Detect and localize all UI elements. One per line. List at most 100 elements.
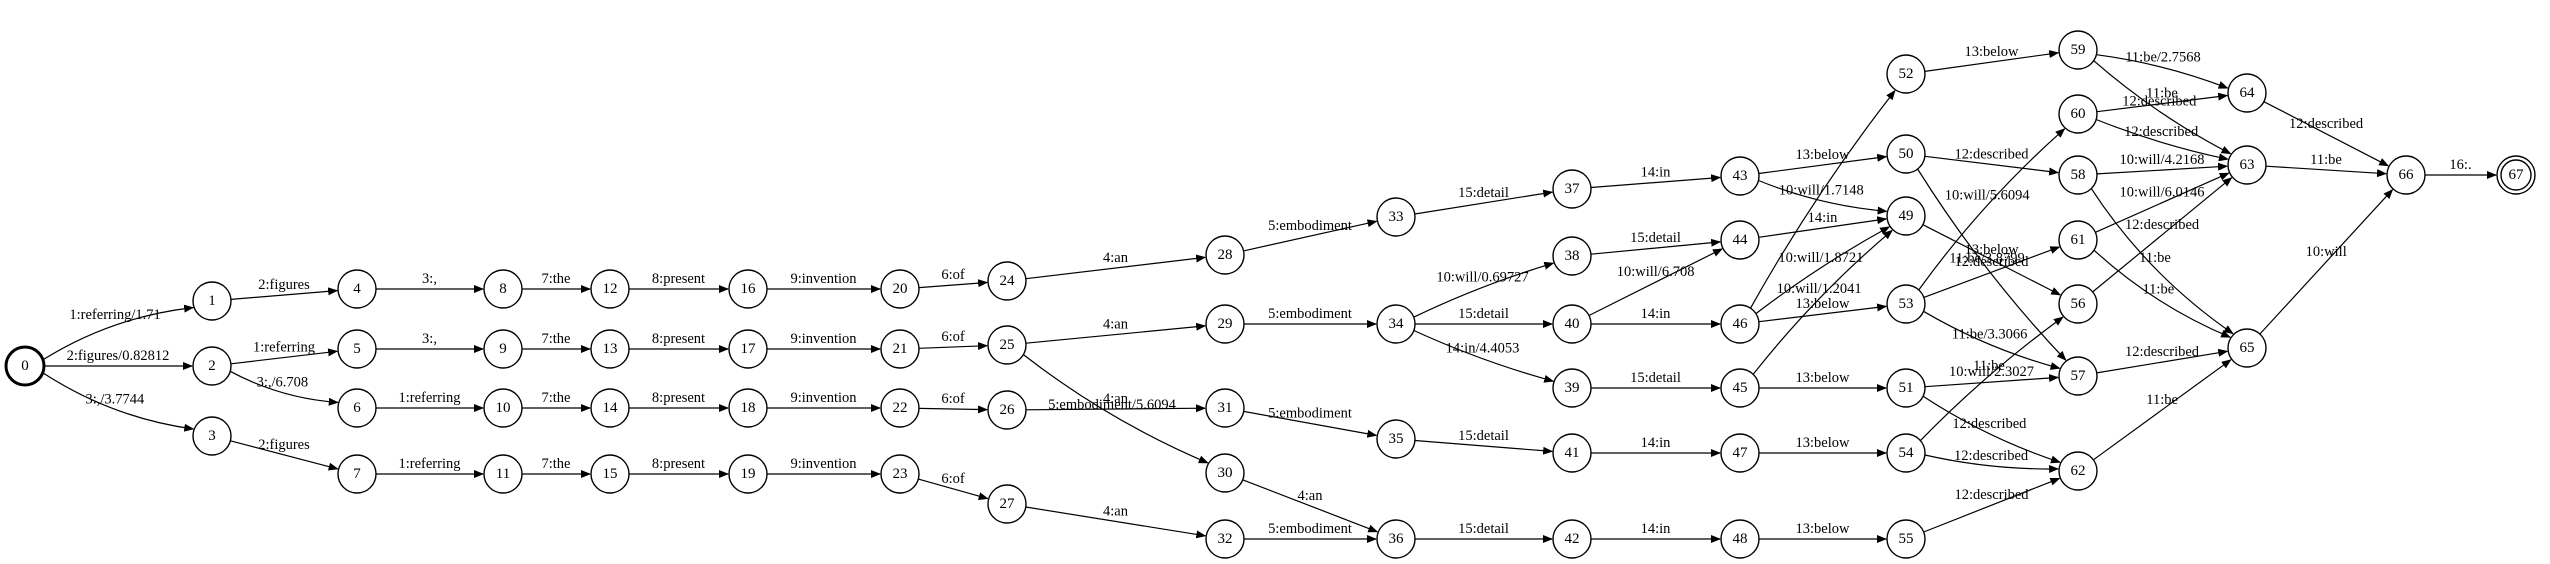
state-label: 43 bbox=[1733, 168, 1748, 184]
edge-16-20: 9:invention bbox=[767, 271, 881, 293]
edge-line bbox=[1243, 410, 1378, 438]
edge-line bbox=[1025, 404, 1206, 413]
state-circle bbox=[192, 281, 232, 321]
node-52: 52 bbox=[1886, 54, 1926, 94]
state-label: 16 bbox=[741, 281, 757, 297]
state-label: 37 bbox=[1565, 181, 1581, 197]
edge-9-13: 7:the bbox=[522, 331, 591, 353]
edge-label: 10:will/5.6094 bbox=[1945, 187, 2031, 203]
edge-52-59: 13:below bbox=[1924, 44, 2060, 72]
node-65: 65 bbox=[2227, 328, 2267, 368]
edge-label: 14:in bbox=[1641, 306, 1672, 322]
state-circle bbox=[1376, 197, 1416, 237]
edge-line bbox=[1752, 229, 1893, 375]
edge-label: 15:detail bbox=[1458, 306, 1509, 322]
edge-label: 6:of bbox=[941, 471, 965, 487]
edge-label: 10:will/1.7148 bbox=[1779, 183, 1864, 199]
edge-line bbox=[2093, 60, 2232, 155]
state-label: 35 bbox=[1389, 431, 1404, 447]
state-label: 25 bbox=[1000, 337, 1015, 353]
edge-64-66: 12:described bbox=[2263, 101, 2390, 167]
state-circle bbox=[1552, 519, 1592, 559]
edge-label: 12:described bbox=[1954, 146, 2029, 162]
edge-line bbox=[1758, 179, 1888, 215]
edge-29-34: 5:embodiment bbox=[1244, 306, 1377, 328]
edge-59-64: 11:be/2.7568 bbox=[2096, 50, 2229, 89]
edge-63-66: 11:be bbox=[2265, 152, 2387, 178]
state-label: 52 bbox=[1899, 66, 1914, 82]
state-label: 2 bbox=[208, 358, 216, 374]
edge-label: 6:of bbox=[941, 329, 965, 345]
state-circle bbox=[728, 454, 768, 494]
state-circle bbox=[987, 484, 1027, 524]
state-circle bbox=[1552, 169, 1592, 209]
edge-label: 7:the bbox=[542, 456, 571, 472]
state-label: 57 bbox=[2071, 368, 2087, 384]
state-circle bbox=[337, 388, 377, 428]
node-36: 36 bbox=[1376, 519, 1416, 559]
edge-46-53: 13:below bbox=[1758, 296, 1888, 323]
state-label: 53 bbox=[1899, 296, 1914, 312]
node-1: 1 bbox=[192, 281, 232, 321]
state-circle bbox=[590, 388, 630, 428]
edge-label: 12:described bbox=[2289, 116, 2364, 132]
edge-label: 8:present bbox=[652, 390, 705, 406]
state-label: 6 bbox=[353, 400, 361, 416]
edge-line bbox=[2265, 165, 2387, 178]
edge-8-12: 7:the bbox=[522, 271, 591, 293]
state-label: 10 bbox=[496, 400, 511, 416]
state-circle bbox=[590, 329, 630, 369]
edge-3-7: 2:figures bbox=[230, 437, 339, 471]
edge-line bbox=[2090, 188, 2234, 335]
state-circle bbox=[1205, 453, 1245, 493]
node-38: 38 bbox=[1552, 236, 1592, 276]
edge-label: 16:. bbox=[2449, 157, 2471, 173]
state-circle bbox=[590, 454, 630, 494]
state-circle bbox=[1720, 304, 1760, 344]
state-circle bbox=[1720, 433, 1760, 473]
node-33: 33 bbox=[1376, 197, 1416, 237]
edge-line bbox=[1414, 189, 1554, 215]
state-label: 50 bbox=[1899, 146, 1914, 162]
edge-label: 1:referring bbox=[399, 390, 461, 406]
state-circle bbox=[1720, 220, 1760, 260]
edge-label: 3:,/3.7744 bbox=[85, 391, 145, 407]
edge-11-15: 7:the bbox=[522, 456, 591, 478]
edge-label: 4:an bbox=[1103, 250, 1129, 266]
state-label: 8 bbox=[499, 281, 507, 297]
edge-line bbox=[1414, 439, 1554, 455]
state-label: 58 bbox=[2071, 167, 2086, 183]
node-42: 42 bbox=[1552, 519, 1592, 559]
state-circle bbox=[2227, 73, 2267, 113]
edge-line bbox=[230, 348, 339, 365]
state-circle bbox=[1205, 519, 1245, 559]
edge-line bbox=[1749, 89, 1896, 309]
edge-label: 5:embodiment bbox=[1268, 218, 1352, 234]
edge-line bbox=[2259, 188, 2394, 335]
edge-0-3: 3:,/3.7744 bbox=[42, 372, 195, 432]
state-circle bbox=[987, 325, 1027, 365]
state-label: 64 bbox=[2240, 85, 2256, 101]
edge-line bbox=[918, 405, 988, 414]
edge-label: 15:detail bbox=[1458, 185, 1509, 201]
nodes-layer: 0123456789101112131415161718192021222324… bbox=[4, 30, 2536, 559]
edge-line bbox=[2093, 249, 2232, 338]
state-label: 44 bbox=[1733, 232, 1749, 248]
edge-line bbox=[1917, 168, 2067, 361]
state-circle bbox=[987, 390, 1027, 430]
edge-43-50: 13:below bbox=[1758, 147, 1888, 175]
state-label: 23 bbox=[893, 466, 908, 482]
state-label: 1 bbox=[208, 293, 216, 309]
node-55: 55 bbox=[1886, 519, 1926, 559]
state-circle bbox=[987, 261, 1027, 301]
edge-label: 11:be bbox=[2139, 250, 2171, 266]
edge-label: 14:in bbox=[1641, 165, 1672, 181]
edge-line bbox=[1025, 322, 1207, 344]
edge-line bbox=[1242, 479, 1379, 533]
edge-label: 10:will/1.2041 bbox=[1777, 281, 1862, 297]
edge-34-40: 15:detail bbox=[1415, 306, 1553, 328]
edge-51-62: 12:described bbox=[1922, 395, 2061, 464]
state-label: 12 bbox=[603, 281, 618, 297]
node-63: 63 bbox=[2227, 145, 2267, 185]
